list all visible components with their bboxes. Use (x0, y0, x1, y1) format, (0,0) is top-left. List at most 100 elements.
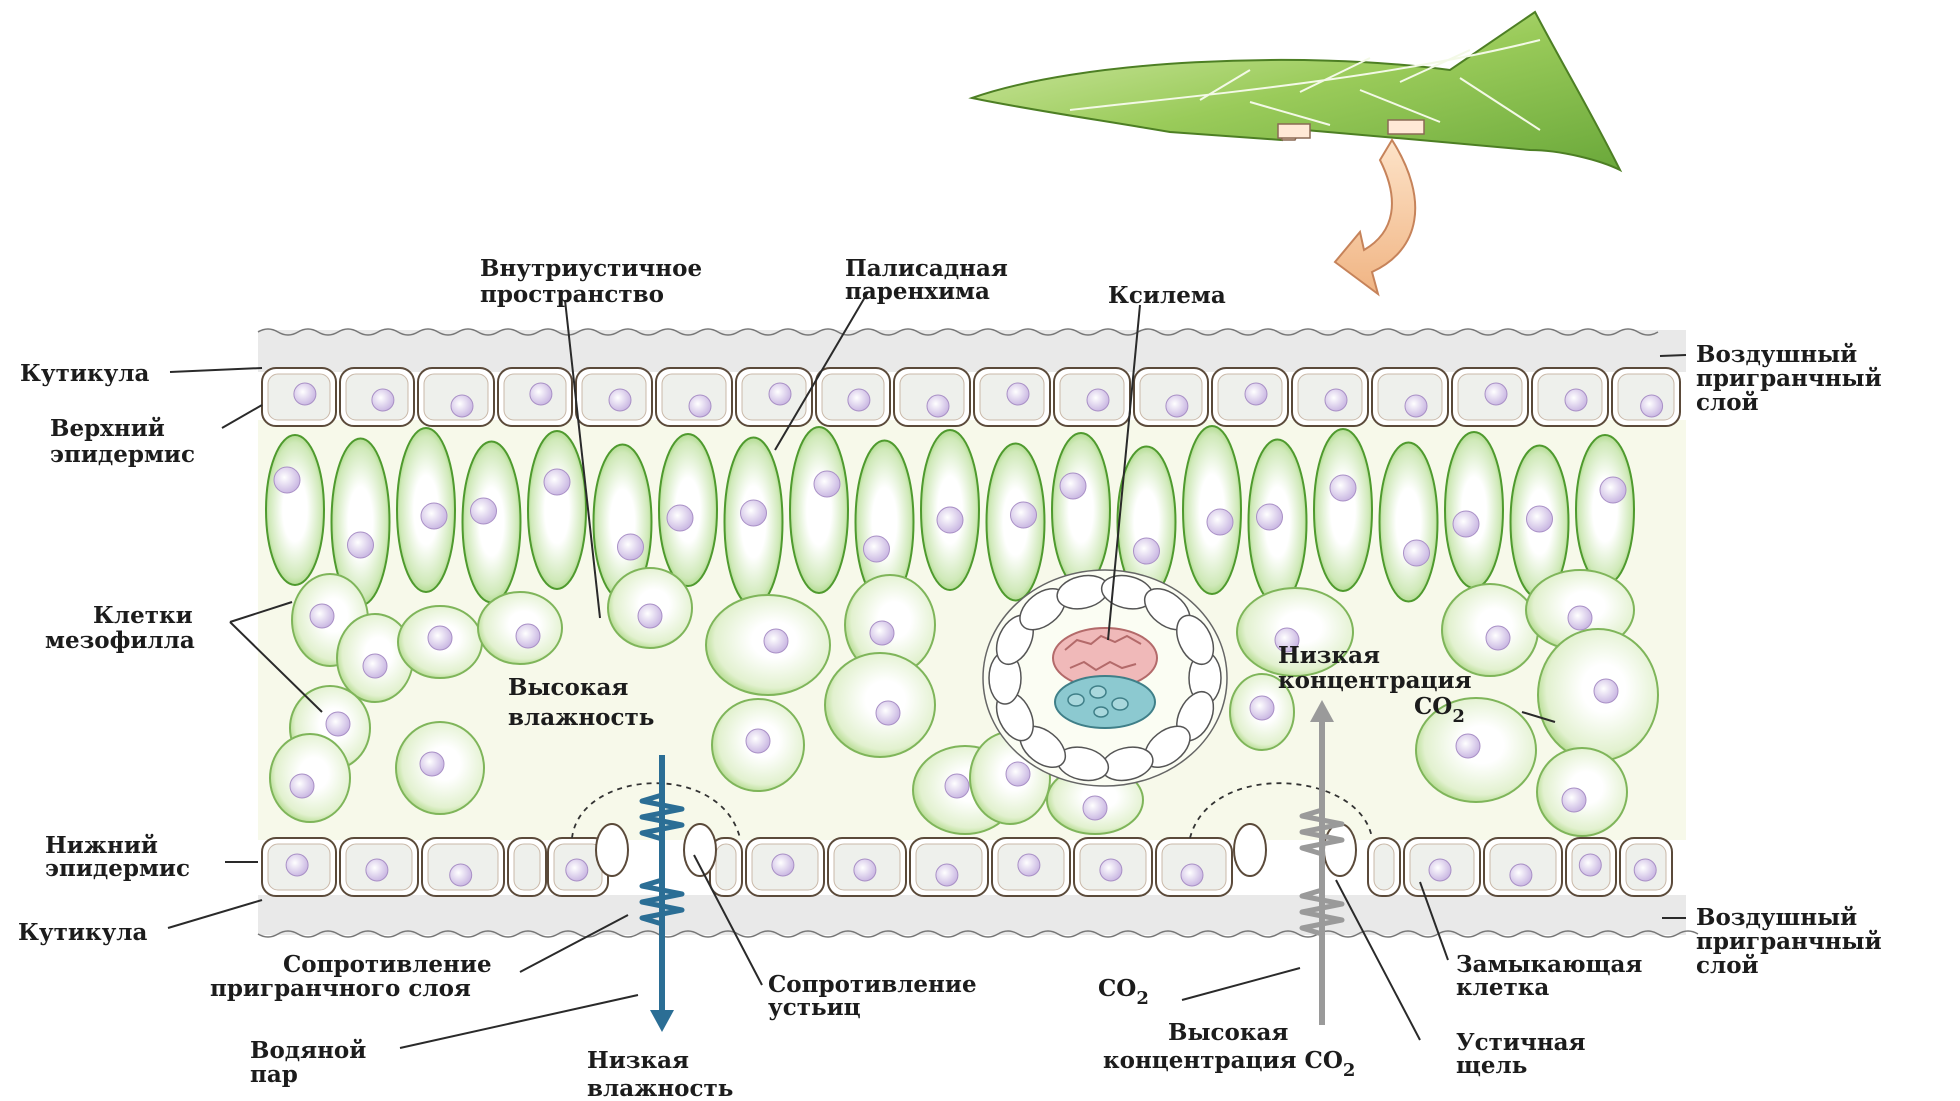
nucleus (1100, 859, 1122, 881)
nucleus (870, 621, 894, 645)
nucleus (876, 701, 900, 725)
label-substomatal-1: Внутриустичное (480, 255, 702, 282)
nucleus (1181, 864, 1203, 886)
label-low-co2-2: концентрация (1278, 667, 1472, 694)
nucleus (1018, 854, 1040, 876)
palisade-cell (1314, 429, 1372, 591)
nucleus (421, 503, 447, 529)
nucleus (310, 604, 334, 628)
nucleus (1405, 395, 1427, 417)
nucleus (420, 752, 444, 776)
nucleus (1207, 509, 1233, 535)
nucleus (1166, 395, 1188, 417)
nucleus (1083, 796, 1107, 820)
guard-cell (1324, 824, 1356, 876)
nucleus (1565, 389, 1587, 411)
nucleus (1429, 859, 1451, 881)
label-boundary-top-2: пригранчный (1696, 365, 1882, 392)
label-co2-bottom: CO2 (1098, 975, 1149, 1009)
label-boundary-resistance-1: Сопротивление (283, 951, 492, 978)
nucleus (1011, 502, 1037, 528)
nucleus (772, 854, 794, 876)
nucleus (667, 505, 693, 531)
nucleus (1510, 864, 1532, 886)
nucleus (854, 859, 876, 881)
nucleus (1245, 383, 1267, 405)
nucleus (516, 624, 540, 648)
nucleus (1594, 679, 1618, 703)
nucleus (609, 389, 631, 411)
nucleus (1562, 788, 1586, 812)
label-cuticle-bottom: Кутикула (18, 919, 148, 946)
palisade-cell (1380, 443, 1438, 602)
label-substomatal-2: пространство (480, 281, 664, 308)
nucleus (1007, 383, 1029, 405)
nucleus (471, 498, 497, 524)
nucleus (769, 383, 791, 405)
label-boundary-bottom-2: пригранчный (1696, 928, 1882, 955)
nucleus (689, 395, 711, 417)
label-upper-epidermis-1: Верхний (50, 415, 165, 442)
nucleus (1006, 762, 1030, 786)
label-upper-epidermis-2: эпидермис (50, 441, 195, 468)
nucleus (290, 774, 314, 798)
nucleus (927, 395, 949, 417)
nucleus (451, 395, 473, 417)
label-water-vapor-2: пар (250, 1061, 298, 1088)
palisade-cell (1183, 426, 1241, 594)
guard-cell (1234, 824, 1266, 876)
nucleus (1087, 389, 1109, 411)
label-low-co2-1: Низкая (1278, 642, 1380, 669)
nucleus (1330, 475, 1356, 501)
nucleus (372, 389, 394, 411)
label-xylem: Ксилема (1108, 282, 1226, 309)
palisade-cell (1052, 433, 1110, 587)
label-high-humidity-1: Высокая (508, 674, 628, 701)
upper-boundary-layer (258, 330, 1686, 372)
label-guard-cell-2: клетка (1456, 974, 1549, 1001)
nucleus (1257, 504, 1283, 530)
vascular-bundle (983, 570, 1227, 786)
label-stomatal-pore-2: щель (1456, 1052, 1527, 1079)
nucleus (1634, 859, 1656, 881)
label-cuticle-top: Кутикула (20, 360, 150, 387)
magnification-arrow (1335, 140, 1415, 294)
nucleus (1453, 511, 1479, 537)
upper-epidermis (262, 368, 1680, 426)
nucleus (1456, 734, 1480, 758)
label-boundary-top-3: слой (1696, 389, 1759, 416)
palisade-cell (463, 442, 521, 603)
nucleus (294, 383, 316, 405)
label-mesophyll-1: Клетки (93, 602, 193, 629)
nucleus (544, 469, 570, 495)
nucleus (936, 864, 958, 886)
label-boundary-bottom-3: слой (1696, 952, 1759, 979)
label-water-vapor-1: Водяной (250, 1037, 366, 1064)
palisade-cell (790, 427, 848, 593)
label-mesophyll-2: мезофилла (45, 627, 195, 654)
nucleus (764, 629, 788, 653)
leaf-illustration (972, 12, 1620, 170)
nucleus (814, 471, 840, 497)
label-palisade-2: паренхима (845, 278, 990, 305)
nucleus (530, 383, 552, 405)
nucleus (566, 859, 588, 881)
label-lower-epidermis-2: эпидермис (45, 855, 190, 882)
nucleus (864, 536, 890, 562)
palisade-cell (1445, 432, 1503, 588)
label-low-humidity-2: влажность (587, 1075, 733, 1101)
nucleus (741, 500, 767, 526)
guard-cell (596, 824, 628, 876)
nucleus (746, 729, 770, 753)
nucleus (428, 626, 452, 650)
nucleus (274, 467, 300, 493)
nucleus (1600, 477, 1626, 503)
nucleus (638, 604, 662, 628)
nucleus (366, 859, 388, 881)
palisade-cell (1576, 435, 1634, 585)
nucleus (1486, 626, 1510, 650)
label-high-humidity-2: влажность (508, 704, 654, 731)
label-high-co2-2: концентрация CO2 (1103, 1047, 1355, 1081)
nucleus (450, 864, 472, 886)
